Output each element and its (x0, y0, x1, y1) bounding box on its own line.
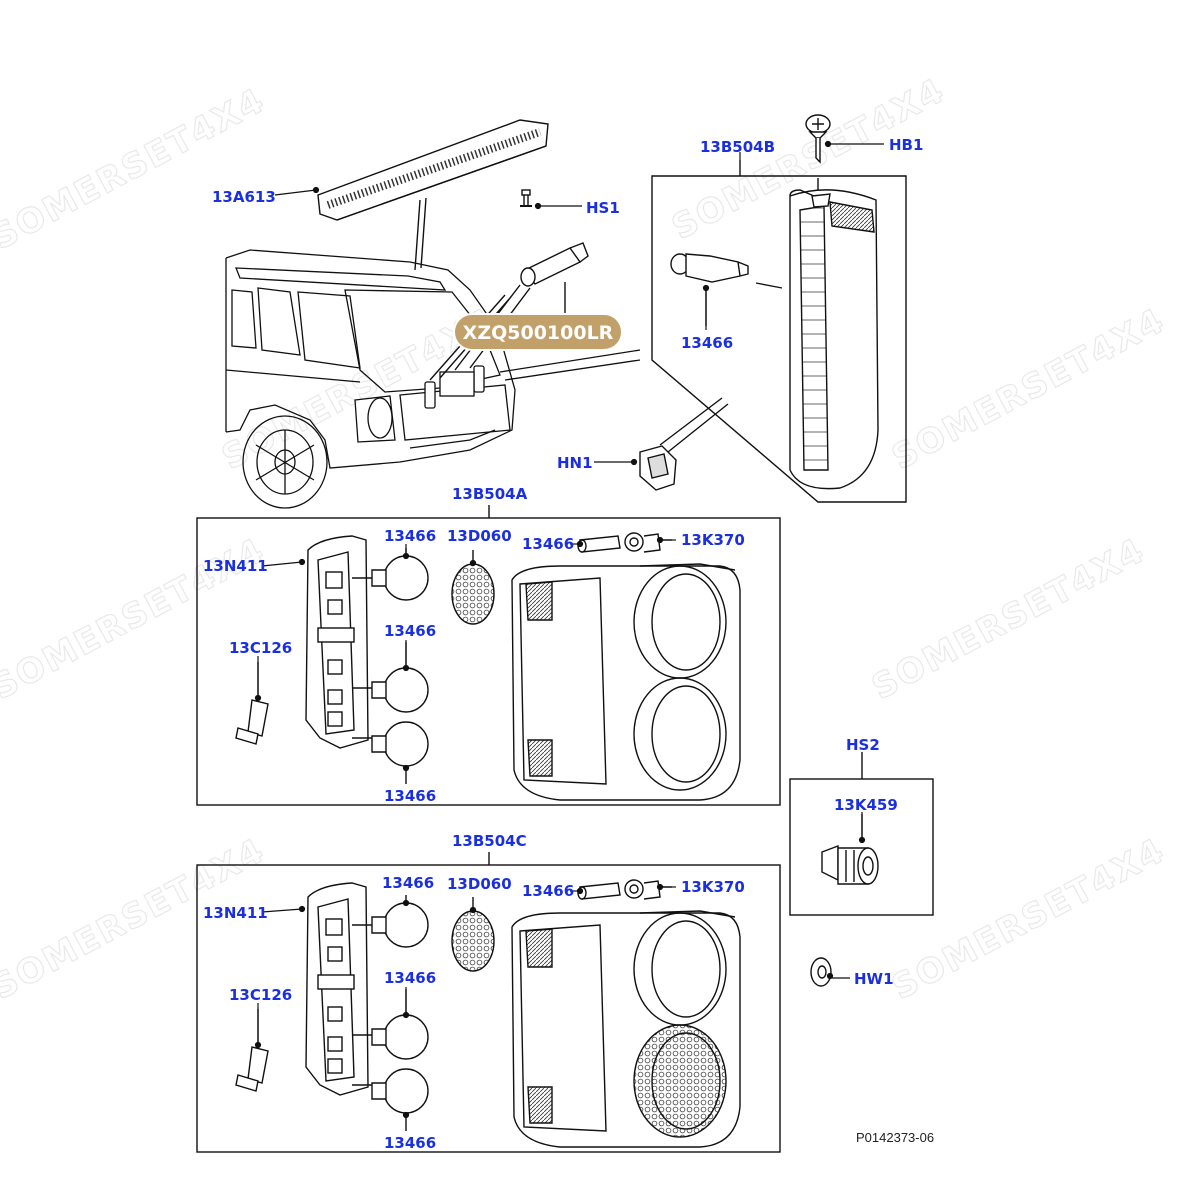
label-13k370-c: 13K370 (681, 878, 745, 896)
label-13466-a1: 13466 (384, 527, 436, 545)
vehicle-rear-view (225, 249, 641, 509)
label-13c126-a: 13C126 (229, 639, 292, 657)
part-number-badge[interactable]: XZQ500100LR (453, 313, 623, 351)
tail-lamp-c (511, 910, 741, 1148)
label-13d060-c: 13D060 (447, 875, 512, 893)
frame-hs2 (789, 752, 934, 916)
label-hs1: HS1 (586, 199, 620, 217)
screw-hb1 (805, 114, 831, 164)
label-13n411-a: 13N411 (203, 557, 268, 575)
label-13k370-a: 13K370 (681, 531, 745, 549)
side-marker-lamp (789, 189, 879, 490)
bulbs-a (371, 548, 429, 784)
label-13466-c3: 13466 (384, 1134, 436, 1152)
label-hn1: HN1 (557, 454, 593, 472)
high-mount-stop-lamp (317, 119, 549, 271)
bulb-socket-c (577, 879, 672, 900)
label-13466-a2: 13466 (384, 622, 436, 640)
watermark-text-6: SOMERSET4X4 (865, 530, 1151, 708)
label-hb1: HB1 (889, 136, 923, 154)
label-hs2: HS2 (846, 736, 880, 754)
watermark-text-4: SOMERSET4X4 (885, 300, 1171, 478)
label-13466-marker: 13466 (681, 334, 733, 352)
callout-labels: 13A613 HS1 13B504B HB1 13466 HN1 13B504A… (203, 136, 923, 1152)
label-13466-c-lens: 13466 (522, 882, 574, 900)
label-13a613: 13A613 (212, 188, 276, 206)
watermark-text-1: SOMERSET4X4 (0, 80, 272, 258)
frame-13b504b (651, 160, 907, 503)
label-13b504b: 13B504B (700, 138, 775, 156)
frame-13b504a (196, 505, 781, 806)
tail-lamp-a (511, 563, 741, 801)
bulb-13466-marker (670, 253, 783, 326)
label-13b504a: 13B504A (452, 485, 528, 503)
label-13466-c1: 13466 (382, 874, 434, 892)
label-13b504c: 13B504C (452, 832, 527, 850)
bulb-socket-a (577, 532, 672, 553)
frame-13b504c (196, 852, 781, 1153)
bulbs-c (371, 895, 429, 1131)
badge-label: XZQ500100LR (463, 322, 614, 344)
label-13k459: 13K459 (834, 796, 898, 814)
drawing-number: P0142373-06 (856, 1130, 934, 1145)
label-13n411-c: 13N411 (203, 904, 268, 922)
label-13d060-a: 13D060 (447, 527, 512, 545)
label-13c126-c: 13C126 (229, 986, 292, 1004)
watermark-text-8: SOMERSET4X4 (885, 830, 1171, 1008)
bulb-holder-c (305, 882, 372, 1096)
clip-hn1 (639, 397, 729, 491)
connector-13c126-c (235, 1009, 269, 1092)
screw-hs1 (520, 189, 532, 207)
washer-hw1 (810, 957, 832, 987)
label-13466-a3: 13466 (384, 787, 436, 805)
label-13466-a-lens: 13466 (522, 535, 574, 553)
label-hw1: HW1 (854, 970, 894, 988)
bulb-holder-a (305, 535, 372, 749)
label-13466-c2: 13466 (384, 969, 436, 987)
connector-13c126-a (235, 662, 269, 745)
leader-lines (254, 140, 884, 1119)
